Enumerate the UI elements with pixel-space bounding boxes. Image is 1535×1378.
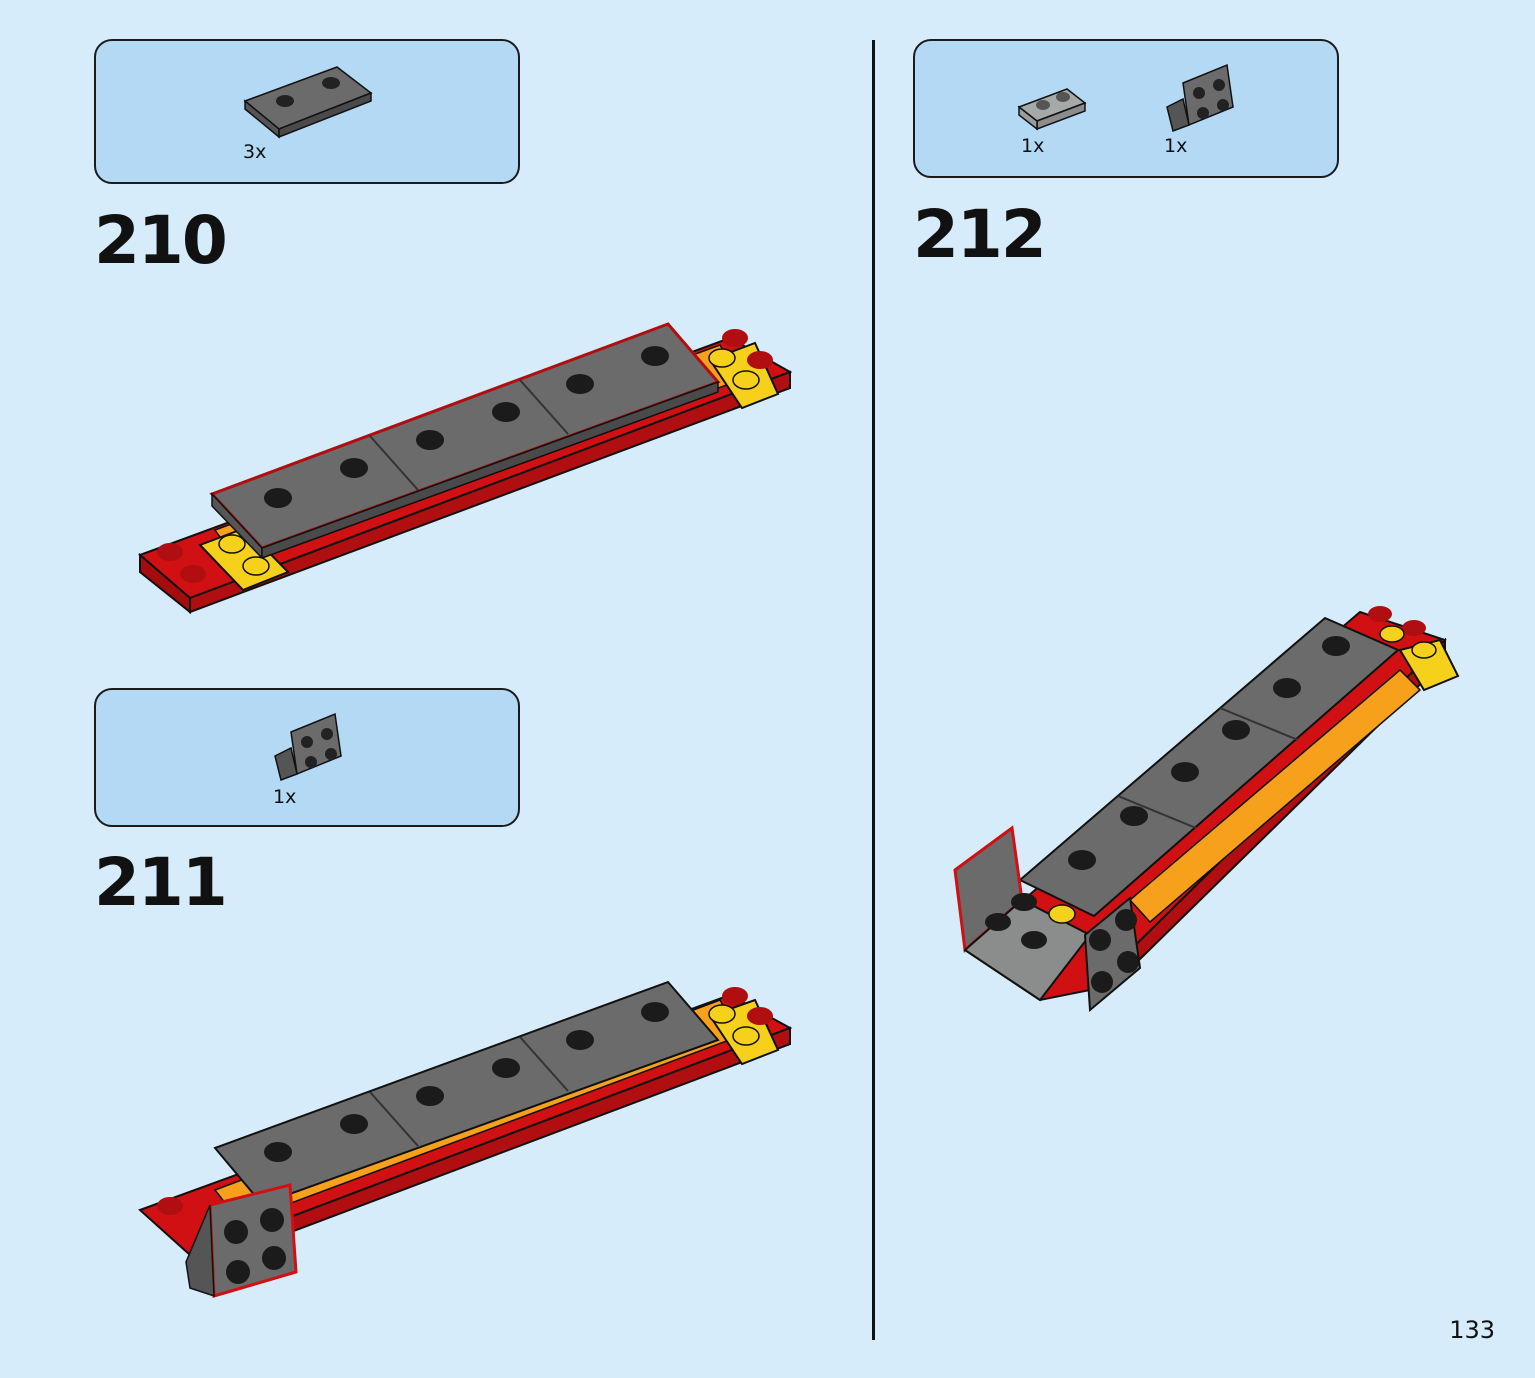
part-qty: 3x [243,141,267,163]
part-qty: 1x [1021,135,1045,157]
light-gray-plate-icon [1017,88,1087,131]
page-number: 133 [1449,1316,1495,1344]
part-qty: 1x [1164,135,1188,157]
part-qty: 1x [273,786,297,808]
step-210-assembly [138,322,793,615]
step-number-211: 211 [94,844,228,921]
dark-gray-plate-icon [243,66,373,139]
step-211-assembly [138,980,793,1298]
column-divider [872,40,875,1340]
parts-box-step-212: 1x 1x [913,39,1339,178]
step-number-212: 212 [913,196,1047,273]
dark-gray-bracket-icon [274,712,342,781]
parts-box-step-211: 1x [94,688,520,827]
parts-box-step-210: 3x [94,39,520,184]
dark-gray-bracket-icon [1166,63,1234,132]
step-number-210: 210 [94,202,228,279]
